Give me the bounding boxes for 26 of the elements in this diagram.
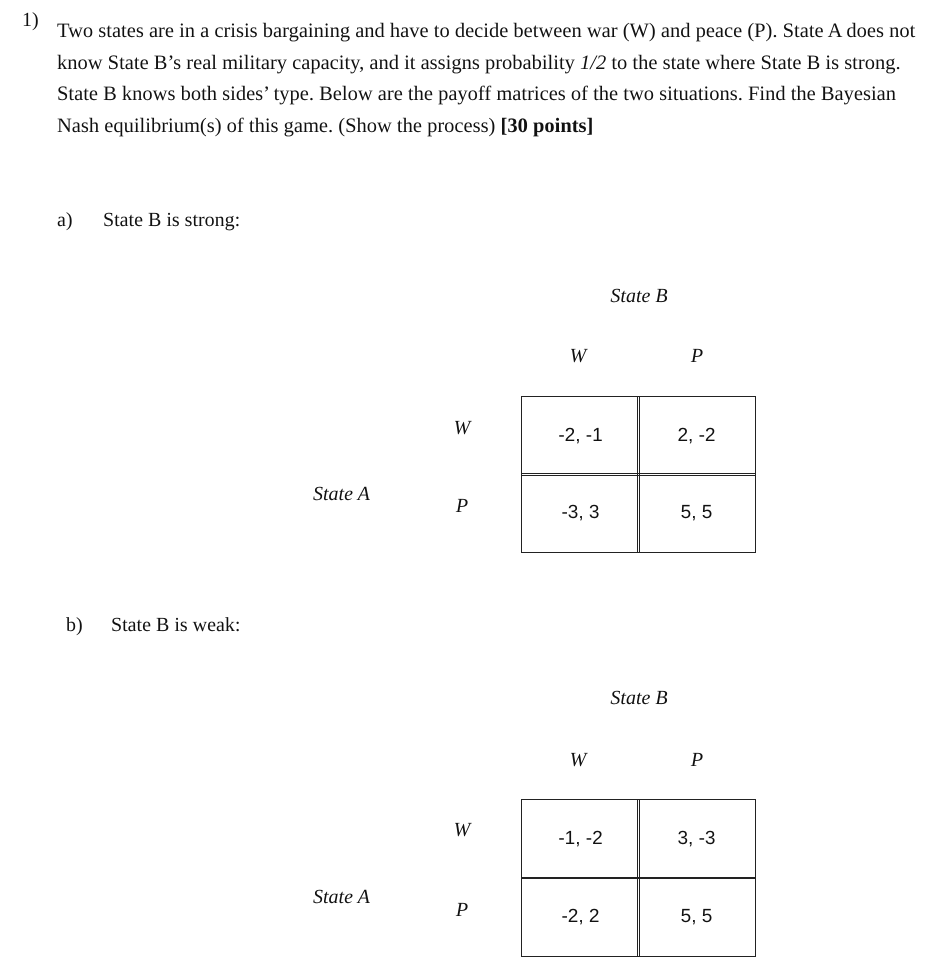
- strategy-label: P: [690, 748, 704, 773]
- strategy-label: W: [568, 748, 589, 773]
- payoff-cell: 2, -2: [637, 396, 756, 476]
- strategy-label: P: [454, 494, 470, 519]
- list-marker: a): [57, 208, 73, 233]
- list-marker: b): [66, 613, 83, 638]
- question-text: Two states are in a crisis bargaining and have to decide between war (W) and peace (P). State A does not know State B’s real military capacity, and it assigns probability 1/2 to the state where State B is strong. State B knows both sides’ type. Below are the payoff matrices of the two situations. Find the Bayesian Nash equilibrium(s) of this game. (Show the process) [30 points]: [57, 19, 916, 138]
- player-label: State A: [313, 482, 370, 507]
- payoff-cell: 3, -3: [637, 799, 756, 879]
- case-heading: State B is weak:: [111, 613, 240, 638]
- strategy-label: W: [452, 416, 473, 441]
- player-label: State B: [609, 686, 669, 711]
- payoff-cell: -2, 2: [521, 877, 640, 957]
- payoff-cell: -3, 3: [521, 473, 640, 553]
- player-label: State A: [313, 885, 370, 910]
- player-label: State B: [609, 284, 669, 309]
- payoff-cell: -2, -1: [521, 396, 640, 476]
- list-marker: 1): [22, 8, 39, 33]
- case-heading: State B is strong:: [103, 208, 240, 233]
- strategy-label: W: [568, 344, 589, 369]
- strategy-label: P: [454, 898, 470, 923]
- payoff-cell: 5, 5: [637, 877, 756, 957]
- strategy-label: P: [690, 344, 704, 369]
- payoff-cell: 5, 5: [637, 473, 756, 553]
- payoff-cell: -1, -2: [521, 799, 640, 879]
- strategy-label: W: [452, 818, 473, 843]
